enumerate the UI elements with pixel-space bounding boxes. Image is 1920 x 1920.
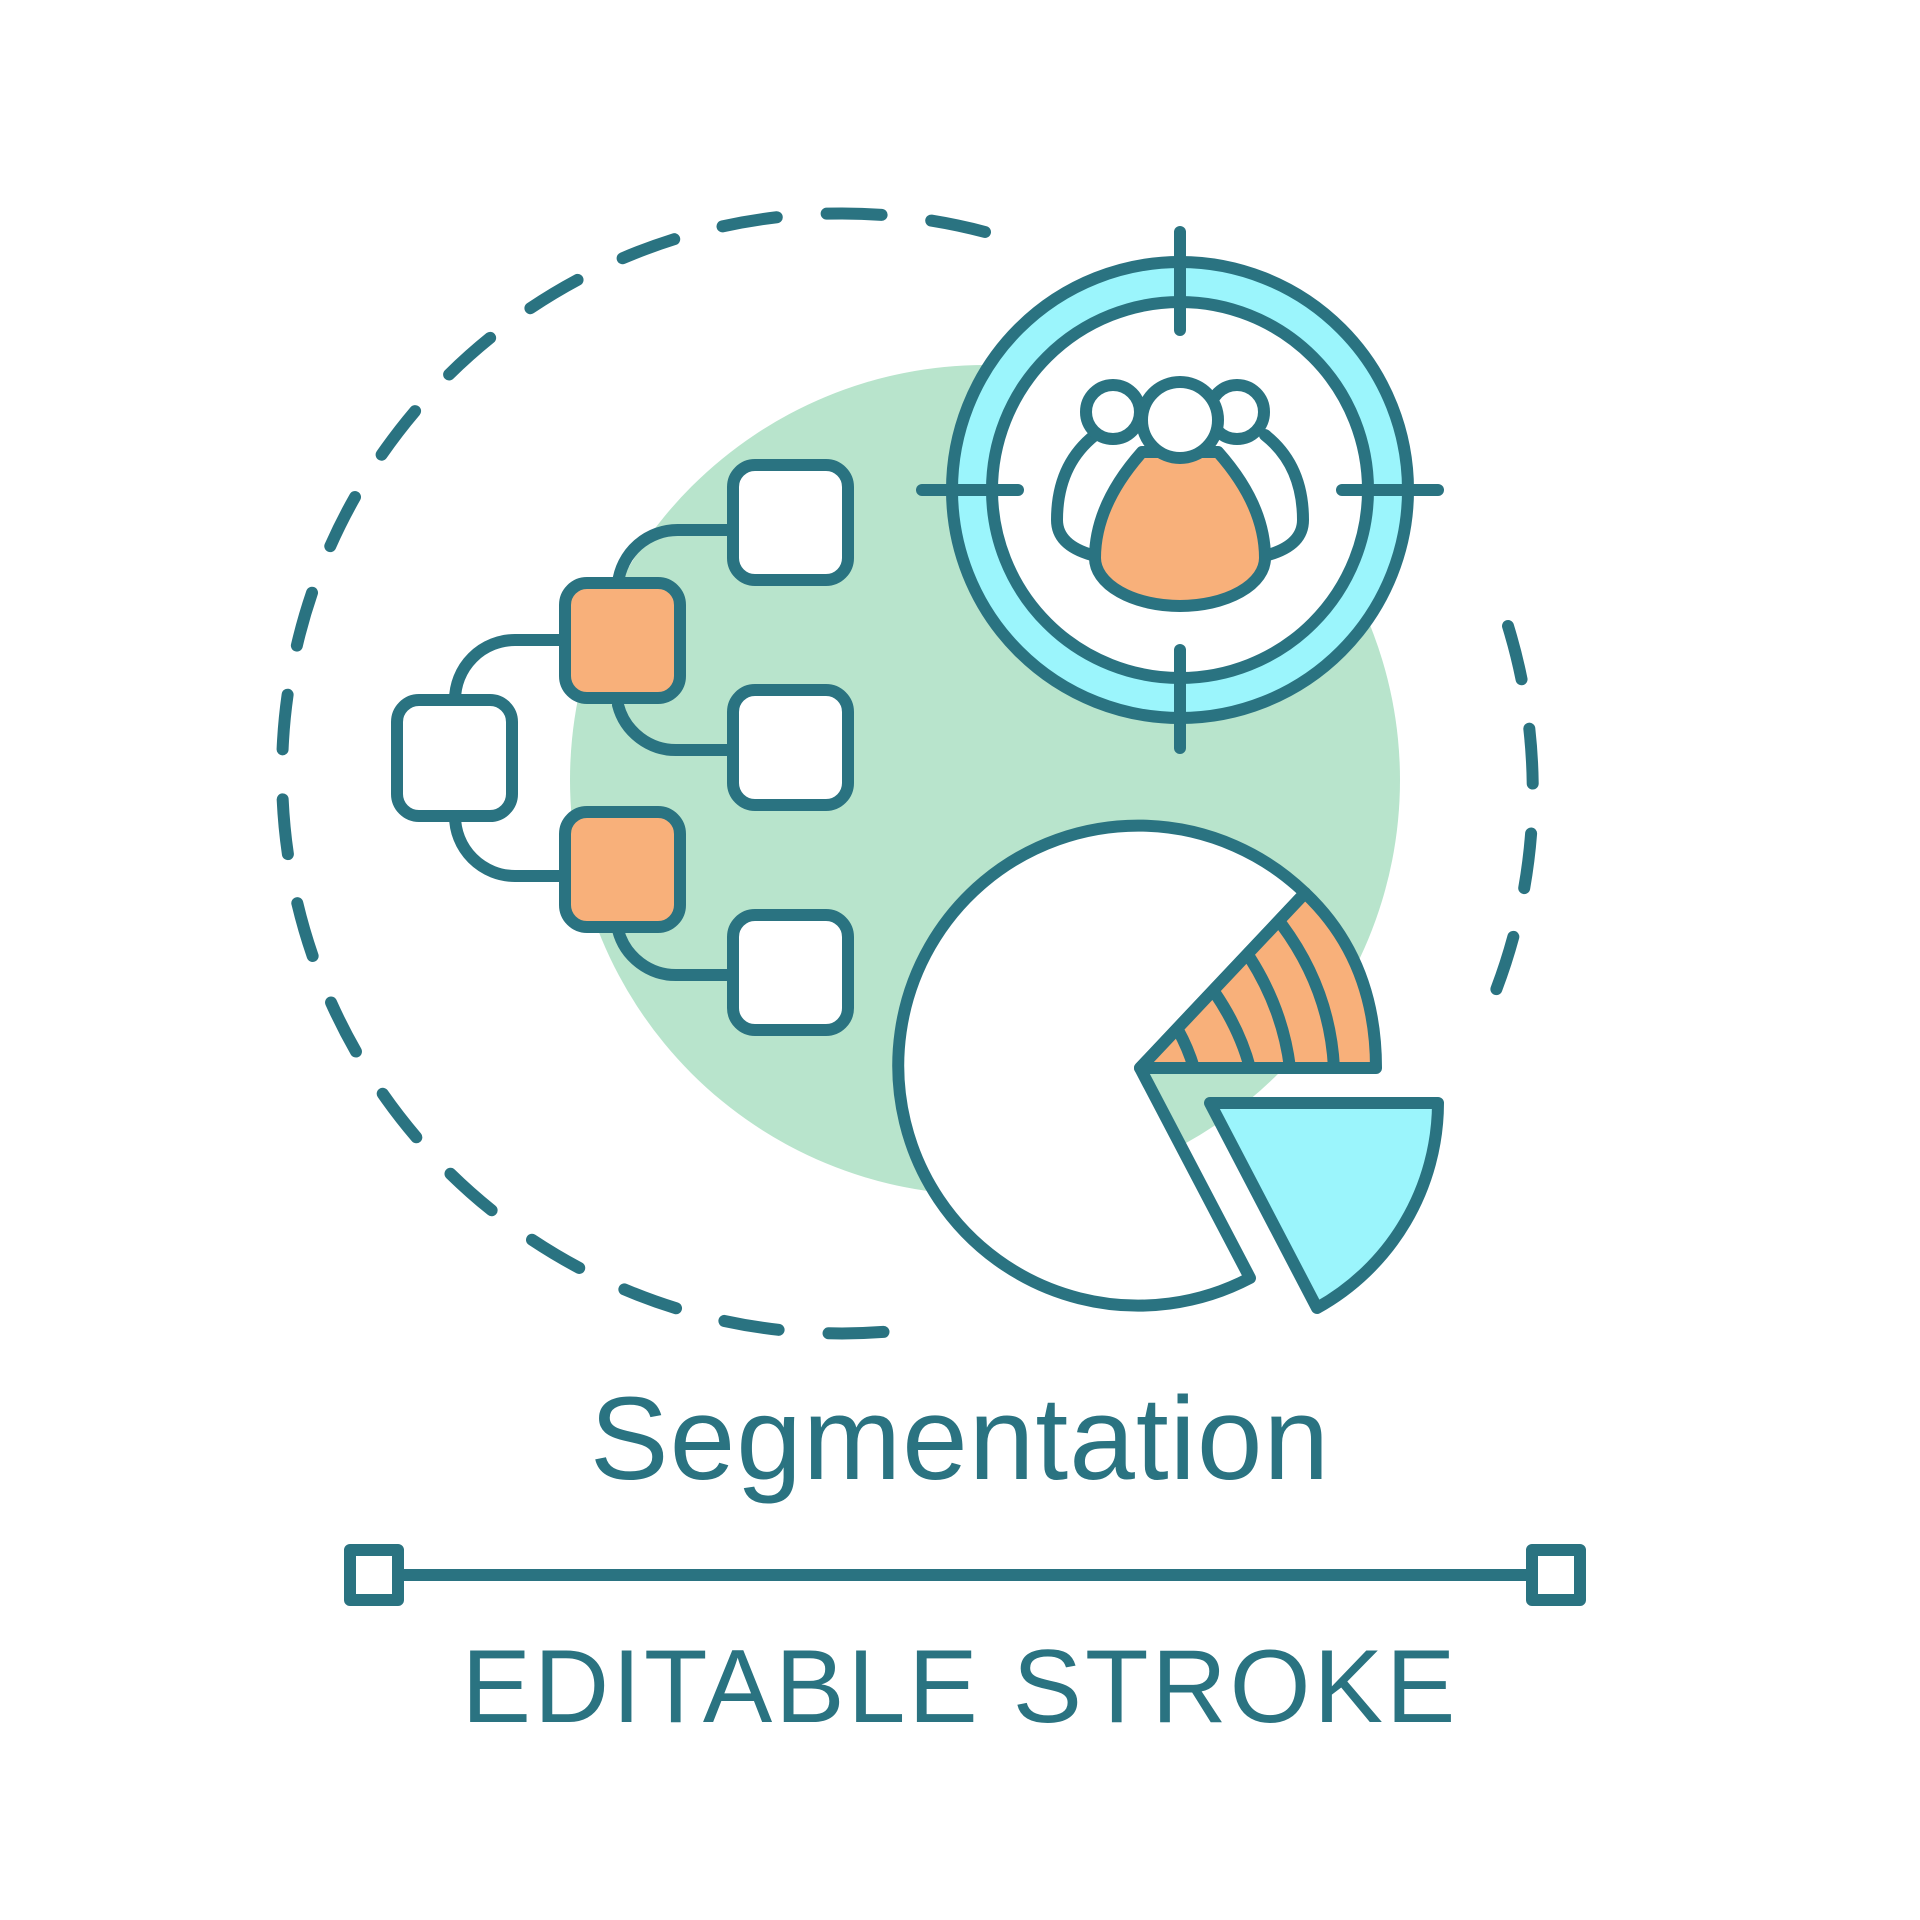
editable-stroke-line-icon: [344, 1544, 1586, 1606]
editable-stroke-caption: EDITABLE STROKE: [461, 1629, 1459, 1745]
tree-leaf-node-1: [727, 459, 854, 586]
tree-leaf-node-3: [727, 909, 854, 1036]
person-center-head: [1136, 376, 1224, 464]
target-audience-icon: [916, 226, 1444, 754]
dashed-orbit-icon: [276, 207, 991, 1340]
tree-leaf-node-2: [727, 684, 854, 811]
hierarchy-tree-icon: [391, 459, 854, 1036]
tree-branch-node-1: [559, 577, 686, 704]
stroke-handle-left: [344, 1544, 404, 1606]
tree-root-node: [391, 694, 518, 822]
pie-main-slice: [892, 819, 1311, 1312]
pie-cyan-slice: [1204, 1097, 1444, 1314]
person-center-body: [1089, 446, 1271, 612]
person-left-head: [1080, 379, 1146, 445]
dashed-orbit-right: [1482, 620, 1539, 1016]
stroke-handle-right: [1526, 1544, 1586, 1606]
tree-branch-node-2: [559, 806, 686, 933]
title: Segmentation: [589, 1373, 1331, 1505]
pie-chart-icon: [892, 819, 1444, 1314]
